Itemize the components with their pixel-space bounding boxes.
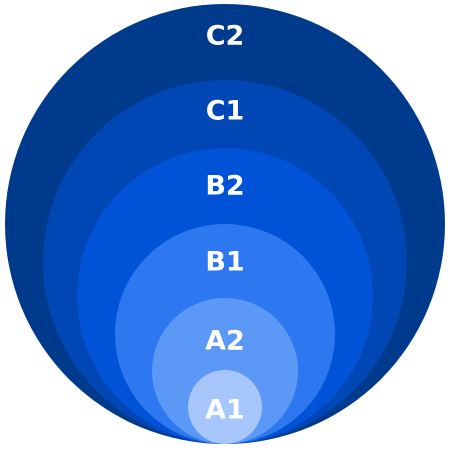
level-a1-label: A1	[205, 395, 245, 426]
level-c2-label: C2	[206, 21, 245, 52]
level-a1-circle	[188, 370, 262, 444]
level-a2-label: A2	[205, 326, 245, 357]
level-b2-label: B2	[205, 171, 244, 202]
level-c1-label: C1	[206, 96, 245, 127]
level-b1-label: B1	[205, 247, 244, 278]
level-a1: A1	[188, 370, 262, 444]
